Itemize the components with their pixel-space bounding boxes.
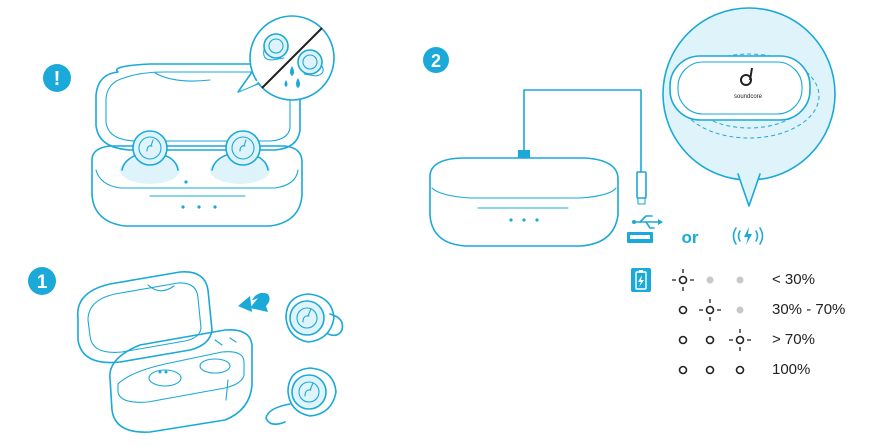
- led-on-icon: [678, 335, 688, 345]
- svg-text:1: 1: [37, 272, 48, 293]
- led-blink-icon: [699, 299, 721, 321]
- usb-port-icon: [627, 215, 663, 243]
- led-off-icon: [736, 276, 744, 284]
- led-on-icon: [705, 335, 715, 345]
- warning-badge: !: [43, 64, 71, 92]
- led-on-icon: [735, 365, 745, 375]
- warning-glyph: !: [54, 68, 61, 90]
- battery-level-label: > 70%: [772, 331, 815, 348]
- no-water-callout: [237, 15, 335, 101]
- closed-case-illustration: [429, 157, 619, 247]
- led-blink-icon: [672, 269, 694, 291]
- or-label: or: [682, 228, 699, 247]
- soundcore-logo-icon: [740, 67, 753, 86]
- battery-level-label: 30% - 70%: [772, 301, 846, 318]
- led-off-icon: [736, 306, 744, 314]
- prohibited-slash-icon: [261, 27, 323, 89]
- step-1-badge: 1: [28, 267, 56, 295]
- wireless-charging-icon: [732, 227, 764, 245]
- battery-charging-icon: [631, 268, 651, 292]
- led-on-icon: [705, 365, 715, 375]
- led-on-icon: [678, 365, 688, 375]
- led-blink-icon: [729, 329, 751, 351]
- battery-level-label: < 30%: [772, 271, 815, 288]
- rotate-arrow-icon: [238, 292, 270, 312]
- wireless-pad-callout: soundcore: [662, 7, 836, 207]
- svg-text:2: 2: [431, 51, 441, 71]
- earbud-upper-icon: [285, 293, 344, 343]
- step-2-badge: 2: [423, 47, 449, 73]
- open-case-with-earbuds-illustration: [91, 63, 303, 227]
- open-case-remove-earbuds-illustration: [77, 271, 253, 433]
- battery-level-label: 100%: [772, 361, 811, 378]
- battery-led-table: [672, 269, 751, 375]
- earbud-lower-icon: [265, 367, 337, 426]
- led-on-icon: [678, 305, 688, 315]
- earbud-left-icon: [120, 130, 180, 184]
- earbud-right-icon: [210, 130, 270, 184]
- water-drop-icon: [284, 66, 300, 88]
- wet-earbud-icon: [263, 33, 324, 77]
- usb-cable-icon: [518, 89, 647, 205]
- brand-wordmark: soundcore: [734, 94, 763, 100]
- led-off-icon: [706, 276, 714, 284]
